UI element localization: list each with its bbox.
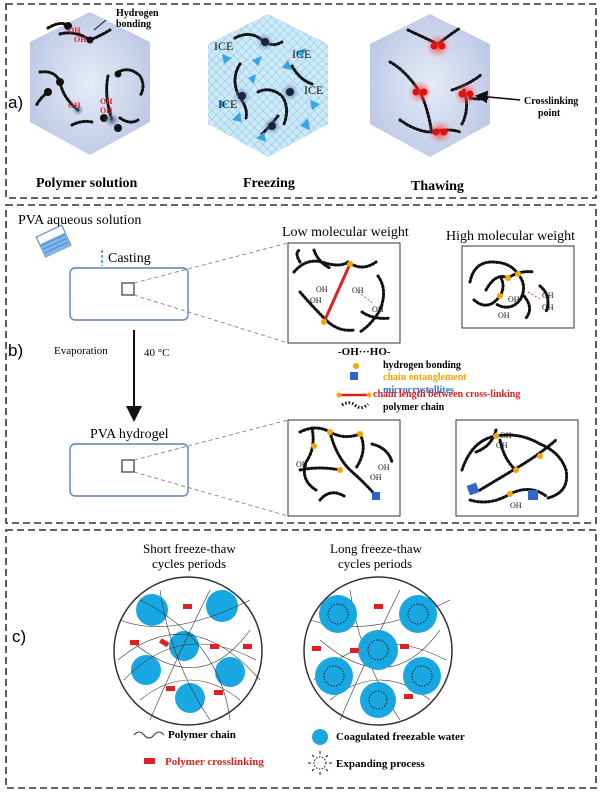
svg-text:OH: OH — [508, 295, 520, 304]
svg-text:OH: OH — [68, 101, 81, 110]
svg-text:OH: OH — [500, 431, 512, 440]
temperature-label: 40 °C — [144, 347, 170, 359]
short-title-line2: cycles periods — [152, 556, 226, 571]
high-mw-network: OH OH OH OH — [461, 245, 575, 329]
panel-c-label: c) — [12, 627, 26, 646]
svg-text:OH: OH — [100, 97, 113, 106]
panel-c: c) Short freeze-thaw cycles periods Long… — [5, 529, 597, 789]
thawing-title: Thawing — [411, 179, 464, 194]
svg-text:ICE: ICE — [292, 47, 311, 61]
polymer-solution-title: Polymer solution — [36, 176, 137, 191]
high-mw-hydrogel-network: OH OH OH — [455, 419, 579, 517]
panel-a: a) OH OH — [5, 3, 597, 199]
freezing-title: Freezing — [243, 176, 295, 191]
expanding-icon — [308, 751, 332, 775]
svg-text:OH: OH — [542, 291, 554, 300]
svg-text:OH: OH — [498, 311, 510, 320]
panel-c-legend: Polymer chain Polymer crosslinking Coagu… — [133, 729, 465, 775]
svg-text:OH: OH — [510, 501, 522, 510]
evaporation-label: Evaporation — [54, 345, 108, 357]
legend-polymer-chain: polymer chain — [383, 402, 445, 413]
legend-hbond-symbol: -OH···HO- — [338, 346, 391, 358]
panel-a-frame — [5, 3, 597, 199]
svg-text:OH: OH — [352, 286, 364, 295]
hydrogel-dish — [69, 443, 189, 497]
panel-a-label: a) — [8, 93, 23, 112]
casting-dish — [69, 267, 189, 321]
long-title-line1: Long freeze-thaw — [330, 541, 423, 556]
low-mw-network: OH OH OH OH — [287, 242, 401, 344]
svg-text:OH: OH — [370, 473, 382, 482]
legend-c-water: Coagulated freezable water — [336, 731, 465, 743]
svg-text:OH: OH — [100, 106, 113, 115]
svg-text:OH: OH — [372, 305, 384, 314]
panel-b-frame — [5, 204, 597, 524]
legend-microcrystallites: microcrystallites — [383, 385, 454, 396]
svg-text:OH: OH — [74, 35, 87, 44]
long-title-line2: cycles periods — [338, 556, 412, 571]
legend-entanglement: chain entanglement — [383, 372, 467, 383]
high-mw-title: High molecular weight — [446, 229, 575, 244]
thawing-hexagon — [370, 14, 521, 157]
svg-text:ICE: ICE — [214, 39, 233, 53]
freezing-hexagon: ICE ICE ICE ICE — [208, 14, 328, 157]
svg-text:OH: OH — [542, 303, 554, 312]
polymer-solution-hexagon: OH OH OH OH OH — [30, 12, 150, 155]
long-cycles-circle — [303, 576, 453, 726]
low-mw-title: Low molecular weight — [282, 225, 409, 240]
low-mw-hydrogel-network: OH OH OH — [287, 419, 401, 517]
legend-chain-length: chain length between cross-linking — [373, 389, 520, 400]
svg-text:OH: OH — [296, 460, 308, 469]
panel-c-frame — [5, 529, 597, 789]
svg-text:ICE: ICE — [218, 97, 237, 111]
svg-text:OH: OH — [68, 26, 81, 35]
panel-b-label: b) — [8, 341, 23, 360]
svg-text:OH: OH — [496, 441, 508, 450]
svg-text:OH: OH — [378, 463, 390, 472]
pva-hydrogel-label: PVA hydrogel — [90, 427, 169, 442]
beaker-icon — [35, 224, 72, 258]
svg-text:OH: OH — [310, 296, 322, 305]
legend-c-polymer-chain: Polymer chain — [168, 729, 236, 741]
panel-b: b) PVA aqueous solution Casting Evaporat… — [5, 204, 597, 524]
short-cycles-circle — [113, 576, 263, 726]
legend-c-expanding: Expanding process — [336, 758, 425, 770]
panel-b-legend: -OH···HO- hydrogen bonding chain entangl… — [336, 346, 520, 413]
legend-c-crosslinking: Polymer crosslinking — [165, 756, 264, 768]
svg-text:ICE: ICE — [304, 83, 323, 97]
legend-hbond: hydrogen bonding — [383, 360, 461, 371]
pva-solution-label: PVA aqueous solution — [18, 213, 141, 228]
casting-label: Casting — [108, 251, 151, 266]
short-title-line1: Short freeze-thaw — [143, 541, 236, 556]
svg-text:OH: OH — [316, 285, 328, 294]
